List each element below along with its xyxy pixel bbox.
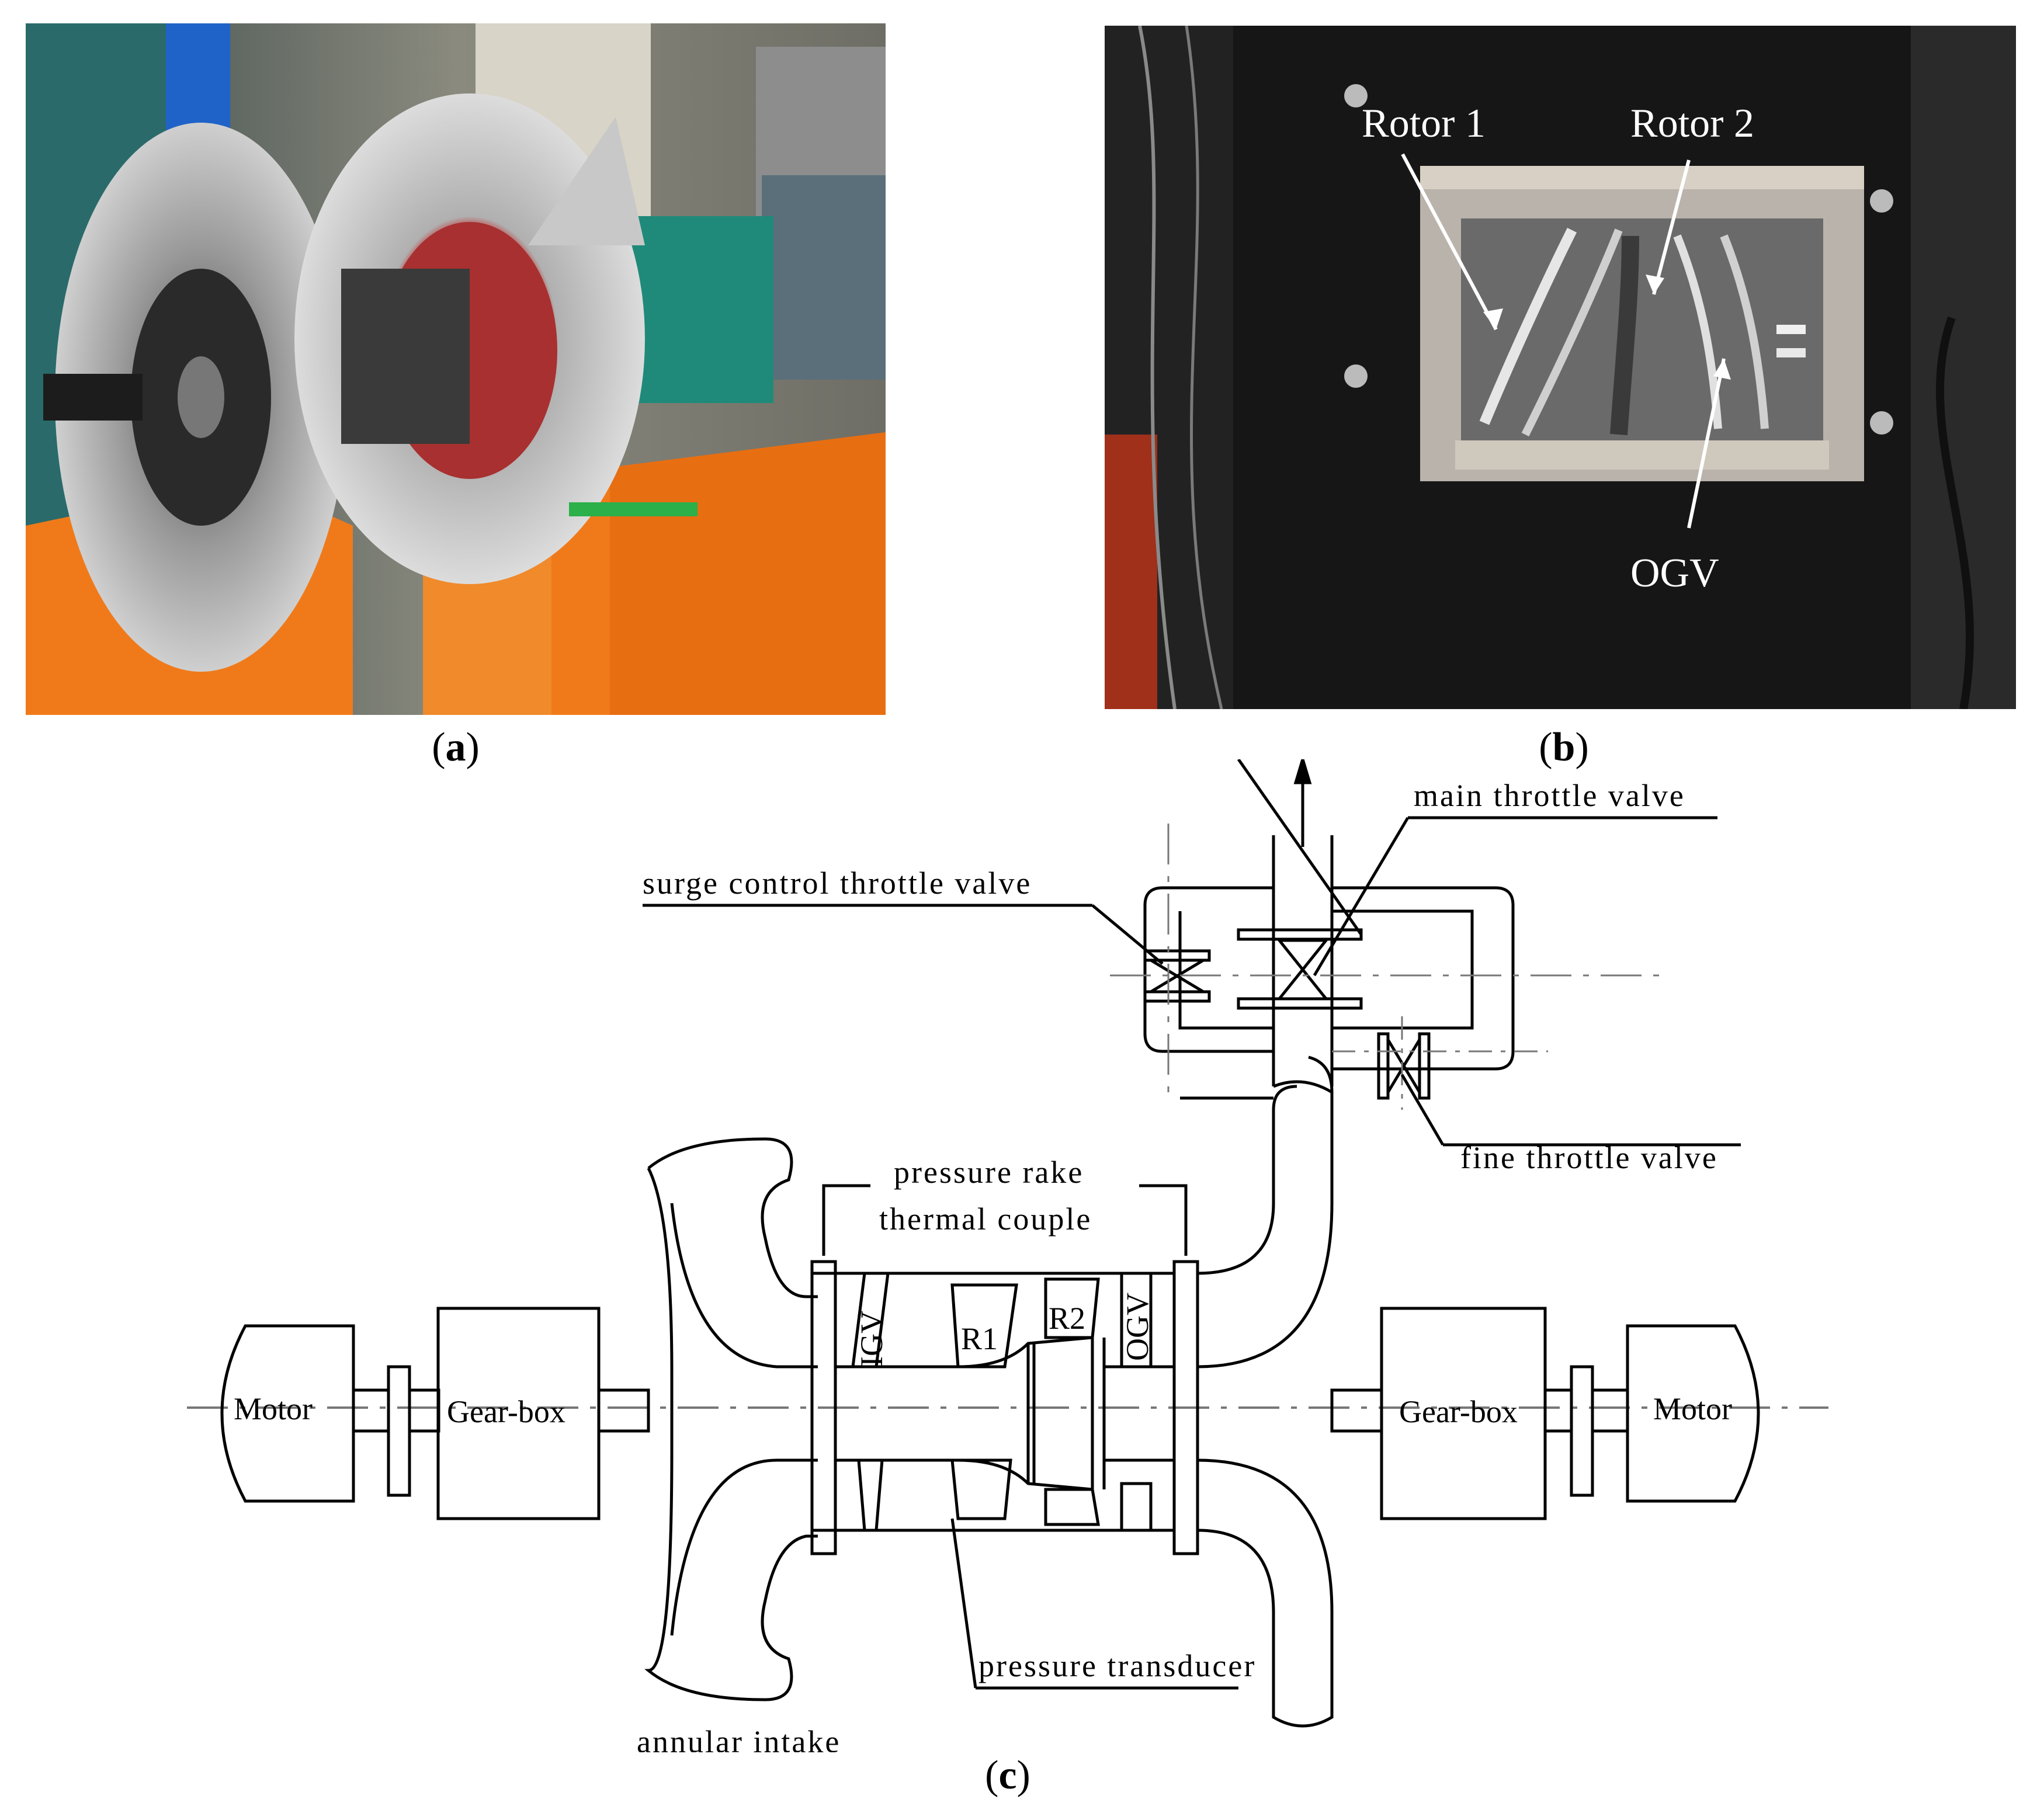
motor-right-body <box>1626 1324 1760 1503</box>
label-rotor-2: Rotor 2 <box>1630 101 1754 146</box>
flange-outlet <box>1172 1260 1199 1555</box>
igv-label: IGV <box>854 1311 889 1367</box>
gearbox-right-label: Gear-box <box>1399 1394 1518 1429</box>
photo-rotor-section-illustration: Rotor 1 Rotor 2 OGV <box>1105 26 2016 709</box>
photo-rotor-section: Rotor 1 Rotor 2 OGV <box>1105 26 2016 709</box>
photo-test-rig <box>26 23 886 715</box>
r2-label: R2 <box>1049 1301 1085 1336</box>
motor-left-label: Motor <box>234 1391 313 1426</box>
surge-valve-symbol <box>1145 958 1209 994</box>
igv-blade-top <box>851 1272 890 1369</box>
rotor1-blade-top <box>950 1283 1018 1369</box>
caption-c: (c) <box>985 1753 1030 1798</box>
label-rotor-1: Rotor 1 <box>1362 101 1486 146</box>
annular-intake-label: annular intake <box>637 1724 841 1752</box>
test-rig-schematic: Motor Gear-box IGV R1 <box>0 754 2037 1759</box>
caption-b: (b) <box>1539 725 1589 770</box>
r1-label: R1 <box>961 1321 998 1356</box>
label-ogv-photo: OGV <box>1630 551 1719 596</box>
ogv-label: OGV <box>1120 1293 1155 1361</box>
thermal-couple-label: thermal couple <box>879 1201 1092 1237</box>
motor-left-body <box>220 1324 355 1503</box>
caption-a: (a) <box>432 725 480 770</box>
pressure-transducer-label: pressure transducer <box>978 1648 1256 1683</box>
flange-inlet <box>810 1260 837 1555</box>
fine-throttle-valve-label: fine throttle valve <box>1460 1140 1718 1175</box>
main-throttle-valve-symbol <box>1276 939 1330 1001</box>
gearbox-left-label: Gear-box <box>447 1394 565 1429</box>
photo-test-rig-illustration <box>26 23 886 715</box>
schematic-drawing: Motor Gear-box IGV R1 <box>187 754 1828 1759</box>
main-throttle-valve-label: main throttle valve <box>1414 778 1685 813</box>
fine-valve-symbol <box>1386 1034 1421 1098</box>
pressure-rake-label: pressure rake <box>894 1155 1084 1190</box>
surge-control-valve-label: surge control throttle valve <box>643 866 1032 901</box>
motor-right-label: Motor <box>1653 1391 1732 1426</box>
intake-top <box>647 1137 818 1298</box>
